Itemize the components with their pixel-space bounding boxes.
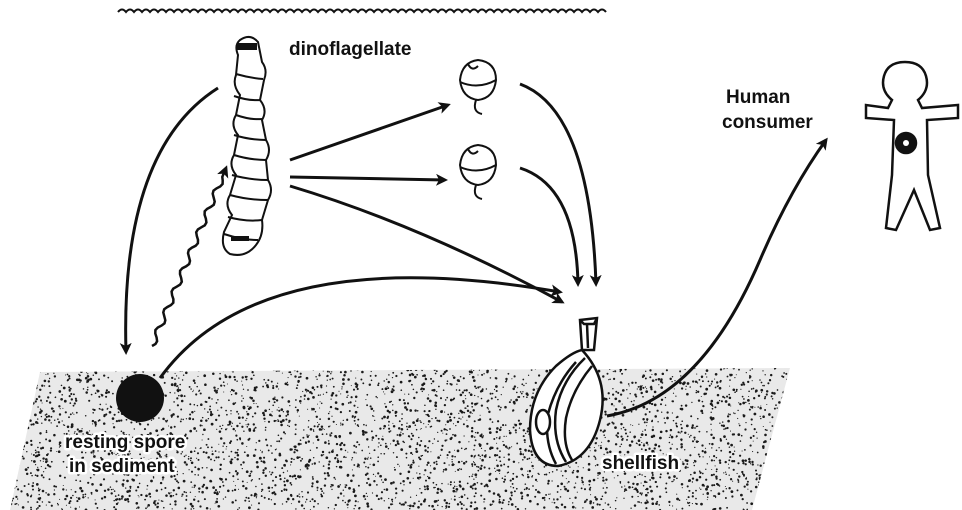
arrow-spore-to-shellfish	[160, 278, 560, 378]
human-figure	[866, 62, 958, 230]
label-human-line2: consumer	[722, 112, 813, 133]
dinoflagellate-chain	[223, 37, 271, 255]
label-shellfish: shellfish	[602, 453, 679, 474]
label-dinoflagellate: dinoflagellate	[289, 39, 411, 60]
label-resting-spore-line1: resting spore	[65, 432, 185, 453]
label-human-line1: Human	[726, 87, 790, 108]
shellfish-illustration	[530, 318, 603, 466]
arrow-chain-to-spore	[126, 88, 218, 352]
dinoflagellate-cell	[460, 145, 496, 199]
arrow-chain-to-cell-upper	[290, 105, 448, 160]
label-resting-spore-line2: in sediment	[69, 456, 175, 477]
arrow-cell-upper-to-shellfish	[520, 84, 596, 284]
water-surface-line	[118, 10, 606, 13]
dinoflagellate-cell	[460, 60, 496, 114]
arrow-spore-to-chain-wavy	[152, 168, 226, 346]
arrow-chain-to-cell-lower	[290, 177, 445, 180]
resting-spore	[116, 374, 164, 422]
arrow-cell-lower-to-shellfish	[520, 168, 578, 284]
